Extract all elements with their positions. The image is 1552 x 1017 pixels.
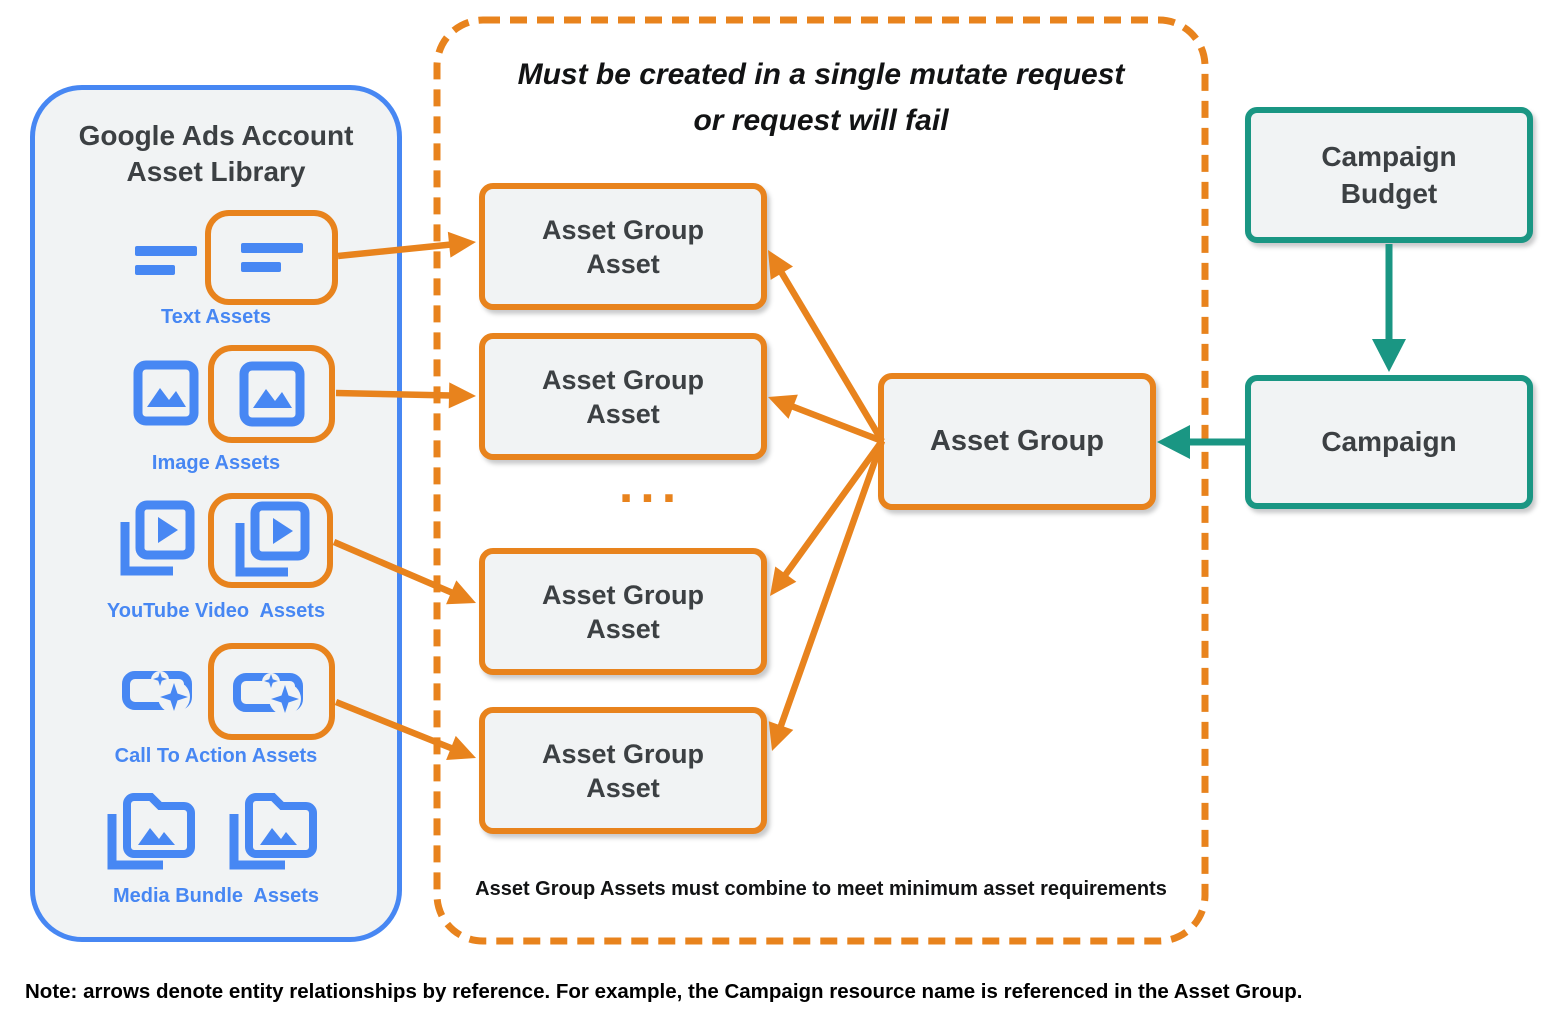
cta-assets-selected-frame xyxy=(208,643,335,740)
arrow-head xyxy=(1372,339,1406,372)
footnote: Note: arrows denote entity relationships… xyxy=(25,980,1303,1003)
library-title: Google Ads Account Asset Library xyxy=(30,118,402,190)
campaign-box: Campaign xyxy=(1245,375,1533,509)
mutate-request-panel xyxy=(433,16,1209,945)
dashed-border xyxy=(433,16,1209,945)
asset-group-asset-label: Asset xyxy=(586,248,660,279)
media-bundle-folder-icon xyxy=(229,793,317,870)
asset-group-asset-label: Asset xyxy=(586,398,660,429)
youtube-assets-label: YouTube Video Assets xyxy=(106,600,326,622)
youtube-play-icon xyxy=(120,500,195,576)
text-lines-icon xyxy=(240,242,303,272)
library-title-line1: Google Ads Account xyxy=(78,120,354,151)
mutate-panel-caption: Asset Group Assets must combine to meet … xyxy=(475,878,1167,900)
call-to-action-sparkle-icon xyxy=(122,671,192,713)
asset-group-asset-label: Asset Group xyxy=(541,364,705,395)
youtube-play-icon xyxy=(235,501,309,576)
ellipsis: ... xyxy=(618,456,684,514)
asset-group-asset-box-4: Asset Group Asset xyxy=(479,707,767,834)
call-to-action-sparkle-icon xyxy=(232,672,303,715)
mutate-title-line1: Must be created in a single mutate reque… xyxy=(517,58,1125,91)
text-assets-label: Text Assets xyxy=(160,306,272,328)
asset-group-asset-label: Asset Group xyxy=(541,579,705,610)
cta-assets-label: Call To Action Assets xyxy=(114,745,318,767)
image-assets-label: Image Assets xyxy=(151,452,281,474)
mutate-panel-title: Must be created in a single mutate reque… xyxy=(433,52,1209,144)
media-bundle-assets-label: Media Bundle Assets xyxy=(113,885,319,907)
asset-group-asset-label: Asset Group xyxy=(541,738,705,769)
image-icon xyxy=(239,361,304,427)
image-icon xyxy=(133,360,199,426)
asset-group-asset-label: Asset xyxy=(586,613,660,644)
asset-group-box: Asset Group xyxy=(878,373,1156,510)
campaign-budget-label: Budget xyxy=(1340,178,1438,209)
asset-group-asset-label: Asset Group xyxy=(541,214,705,245)
asset-group-asset-box-1: Asset Group Asset xyxy=(479,183,767,310)
image-assets-selected-frame xyxy=(208,345,335,443)
library-title-line2: Asset Library xyxy=(126,156,306,187)
mutate-title-line2: or request will fail xyxy=(693,104,949,137)
youtube-assets-selected-frame xyxy=(208,493,333,588)
campaign-budget-box: Campaign Budget xyxy=(1245,107,1533,243)
campaign-budget-label: Campaign xyxy=(1321,141,1457,172)
asset-group-asset-box-2: Asset Group Asset xyxy=(479,333,767,460)
asset-group-asset-label: Asset xyxy=(586,772,660,803)
asset-group-asset-box-3: Asset Group Asset xyxy=(479,548,767,675)
media-bundle-folder-icon xyxy=(107,793,195,870)
campaign-label: Campaign xyxy=(1321,426,1457,457)
text-lines-icon xyxy=(135,246,197,275)
text-assets-selected-frame xyxy=(205,210,338,305)
asset-group-label: Asset Group xyxy=(929,425,1105,457)
